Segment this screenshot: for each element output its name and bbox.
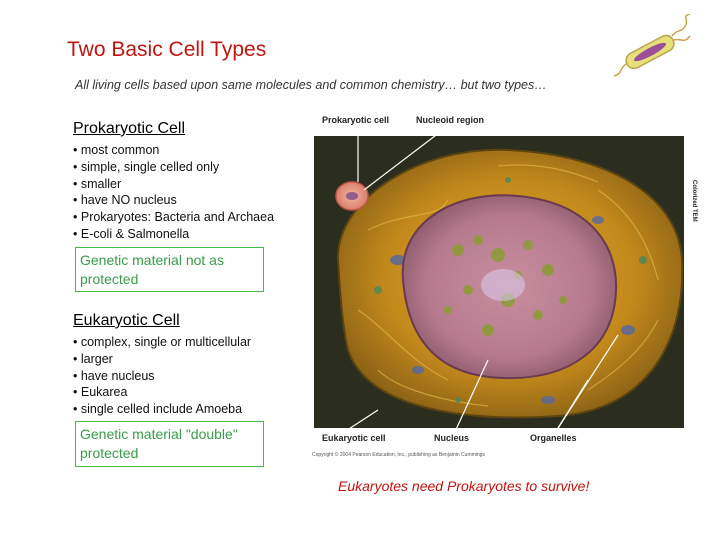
prokaryotic-genetic-note: Genetic material not as protected <box>75 247 264 292</box>
list-item: single celled include Amoeba <box>73 401 251 418</box>
list-item: simple, single celled only <box>73 159 274 176</box>
list-item: most common <box>73 142 274 159</box>
list-item: E-coli & Salmonella <box>73 226 274 243</box>
label-prokaryotic-cell: Prokaryotic cell <box>322 115 389 125</box>
page-title: Two Basic Cell Types <box>67 38 267 61</box>
label-eukaryotic-cell: Eukaryotic cell <box>322 433 386 443</box>
subtitle: All living cells based upon same molecul… <box>75 78 547 92</box>
eukaryotic-bullet-list: complex, single or multicellular larger … <box>73 334 251 418</box>
label-colorized-tem: Colorized TEM <box>691 180 697 222</box>
list-item: larger <box>73 351 251 368</box>
list-item: smaller <box>73 176 274 193</box>
footnote: Eukaryotes need Prokaryotes to survive! <box>338 478 590 494</box>
prokaryotic-heading: Prokaryotic Cell <box>73 120 186 137</box>
eukaryotic-genetic-note: Genetic material "double" protected <box>75 421 264 467</box>
label-nucleus: Nucleus <box>434 433 469 443</box>
list-item: Prokaryotes: Bacteria and Archaea <box>73 209 274 226</box>
cell-micrograph-figure: Prokaryotic cell Nucleoid region Eukaryo… <box>312 112 697 458</box>
bacterium-logo-icon <box>613 14 691 77</box>
prokaryotic-bullet-list: most common simple, single celled only s… <box>73 142 274 243</box>
eukaryotic-heading: Eukaryotic Cell <box>73 312 180 329</box>
figure-copyright: Copyright © 2004 Pearson Education, Inc.… <box>312 451 485 458</box>
list-item: complex, single or multicellular <box>73 334 251 351</box>
label-nucleoid-region: Nucleoid region <box>416 115 484 125</box>
list-item: have NO nucleus <box>73 192 274 209</box>
list-item: have nucleus <box>73 368 251 385</box>
label-organelles: Organelles <box>530 433 577 443</box>
list-item: Eukarea <box>73 384 251 401</box>
